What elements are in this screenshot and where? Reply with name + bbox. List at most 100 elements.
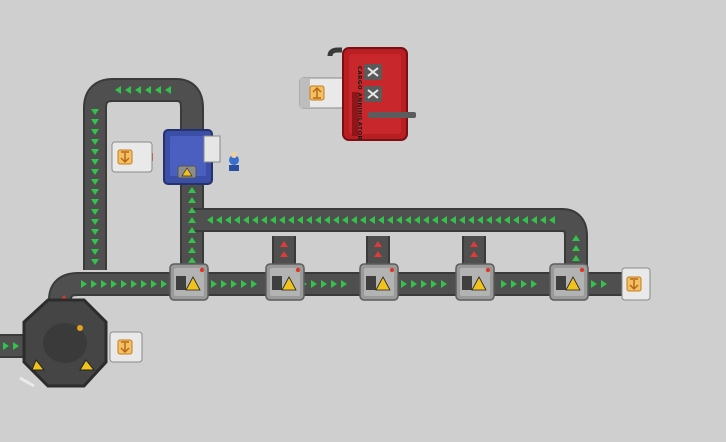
flow-arrow-icon: [252, 216, 258, 224]
warning-triangle-icon: [375, 276, 391, 291]
flow-arrow-icon: [91, 179, 99, 185]
flow-arrow-icon: [91, 119, 99, 125]
flow-arrow-icon: [501, 280, 507, 288]
flow-arrow-icon: [270, 216, 276, 224]
flow-arrow-icon: [91, 209, 99, 215]
flow-arrow-icon: [441, 216, 447, 224]
flow-arrow-icon: [591, 280, 597, 288]
flow-arrow-icon: [432, 216, 438, 224]
annihilator-label: CARGO ANNIHILATOR: [356, 66, 362, 141]
flow-arrow-icon: [188, 257, 196, 263]
flow-arrow-icon: [414, 216, 420, 224]
flow-arrow-icon: [459, 216, 465, 224]
flow-arrow-icon: [405, 216, 411, 224]
flow-arrow-icon: [91, 249, 99, 255]
flow-arrow-icon: [91, 239, 99, 245]
top-input-port[interactable]: [299, 77, 345, 109]
inspector-machine[interactable]: [265, 263, 305, 301]
blue-sorter-machine[interactable]: [163, 129, 221, 185]
flow-arrow-icon: [91, 229, 99, 235]
flow-arrow-icon: [81, 280, 87, 288]
flow-arrow-icon: [477, 216, 483, 224]
flow-arrow-icon: [601, 280, 607, 288]
inspector-machine[interactable]: [359, 263, 399, 301]
flow-arrow-icon: [216, 216, 222, 224]
flow-arrow-icon: [121, 280, 127, 288]
flow-arrow-icon: [188, 207, 196, 213]
flow-arrow-icon: [486, 216, 492, 224]
flow-arrow-icon: [450, 216, 456, 224]
inspector-machine[interactable]: [455, 263, 495, 301]
flow-arrow-icon: [231, 280, 237, 288]
flow-arrow-icon: [145, 86, 151, 94]
flow-arrow-icon: [531, 216, 537, 224]
reverse-arrow-icon: [280, 251, 288, 257]
flow-arrow-icon: [91, 149, 99, 155]
flow-arrow-icon: [495, 216, 501, 224]
flow-arrow-icon: [572, 235, 580, 241]
inspector-machine[interactable]: [549, 263, 589, 301]
flow-arrow-icon: [572, 255, 580, 261]
reverse-arrow-icon: [374, 241, 382, 247]
central-hub[interactable]: [19, 298, 108, 388]
belt-main-line[interactable]: [50, 274, 628, 301]
conveyor-network: [0, 78, 628, 358]
flow-arrow-icon: [91, 109, 99, 115]
flow-arrow-icon: [396, 216, 402, 224]
flow-arrow-icon: [369, 216, 375, 224]
flow-arrow-icon: [188, 237, 196, 243]
flow-arrow-icon: [91, 219, 99, 225]
flow-arrow-icon: [411, 280, 417, 288]
hazard-up-arrow-icon: [309, 85, 325, 101]
cargo-annihilator[interactable]: CARGO ANNIHILATOR: [327, 47, 416, 141]
flow-arrow-icon: [468, 216, 474, 224]
left-output-port[interactable]: [111, 141, 153, 173]
flow-arrow-icon: [311, 280, 317, 288]
warning-triangle-icon: [281, 276, 297, 291]
flow-arrow-icon: [91, 129, 99, 135]
flow-arrow-icon: [234, 216, 240, 224]
flow-arrow-icon: [3, 342, 9, 350]
flow-arrow-icon: [251, 280, 257, 288]
flow-arrow-icon: [91, 159, 99, 165]
flow-arrow-icon: [306, 216, 312, 224]
flow-arrow-icon: [188, 217, 196, 223]
hub-output-port[interactable]: [109, 331, 143, 363]
warning-triangle-icon: [565, 276, 581, 291]
flow-arrow-icon: [141, 280, 147, 288]
flow-arrow-icon: [115, 86, 121, 94]
flow-arrow-icon: [91, 280, 97, 288]
flow-arrow-icon: [333, 216, 339, 224]
flow-arrow-icon: [387, 216, 393, 224]
flow-arrow-icon: [279, 216, 285, 224]
flow-arrow-icon: [241, 280, 247, 288]
flow-arrow-icon: [261, 216, 267, 224]
flow-arrow-icon: [401, 280, 407, 288]
flow-arrow-icon: [324, 216, 330, 224]
flow-arrow-icon: [531, 280, 537, 288]
flow-arrow-icon: [188, 187, 196, 193]
right-output-port[interactable]: [621, 267, 651, 301]
flow-arrow-icon: [211, 280, 217, 288]
flow-arrow-icon: [315, 216, 321, 224]
warning-triangle-icon: [471, 276, 487, 291]
hazard-down-arrow-icon: [117, 149, 133, 165]
flow-arrow-icon: [431, 280, 437, 288]
flow-arrow-icon: [91, 139, 99, 145]
flow-arrow-icon: [297, 216, 303, 224]
reverse-arrow-icon: [374, 251, 382, 257]
flow-arrow-icon: [188, 197, 196, 203]
flow-arrow-icon: [351, 216, 357, 224]
flow-arrow-icon: [188, 227, 196, 233]
worker-character[interactable]: [229, 152, 239, 171]
flow-arrow-icon: [101, 280, 107, 288]
flow-arrow-icon: [549, 216, 555, 224]
flow-arrow-icon: [521, 280, 527, 288]
belt-upper-loop[interactable]: [85, 80, 202, 270]
flow-arrow-icon: [225, 216, 231, 224]
inspector-machine[interactable]: [169, 263, 209, 301]
flow-arrow-icon: [13, 342, 19, 350]
annihilator-x-buttons: [364, 64, 382, 102]
reverse-arrow-icon: [280, 241, 288, 247]
